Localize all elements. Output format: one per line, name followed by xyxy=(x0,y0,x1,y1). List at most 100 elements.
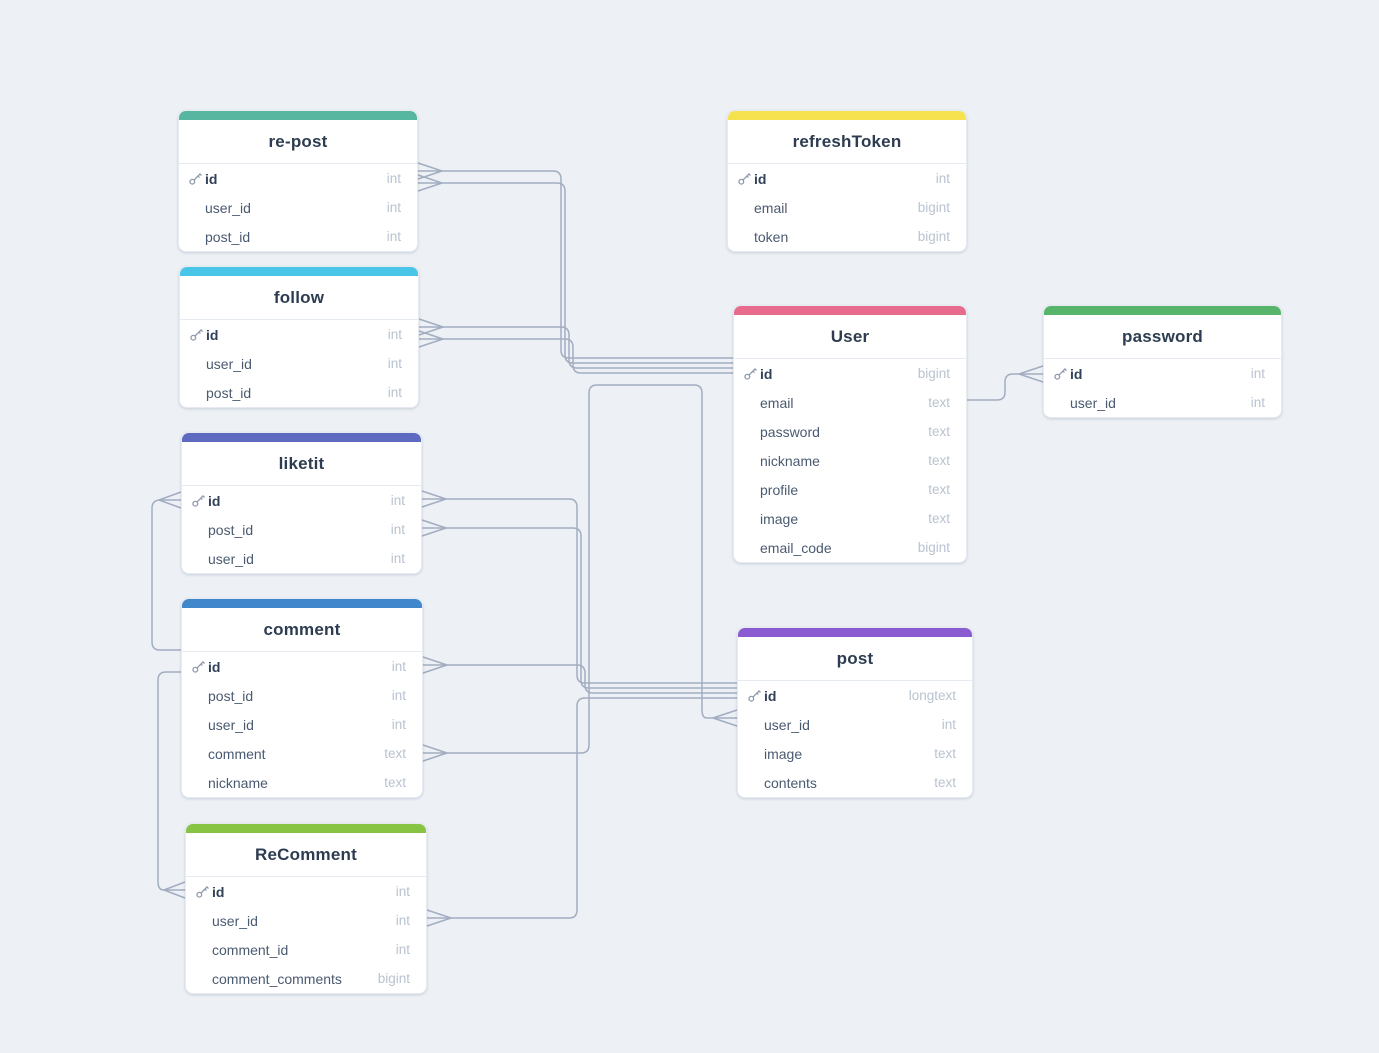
field-type: int xyxy=(386,171,401,186)
relationship-comment-to-ReComment xyxy=(157,671,186,899)
field-name: user_id xyxy=(208,716,254,733)
crows-foot-icon xyxy=(163,889,186,899)
relationship-comment-to-post xyxy=(422,656,737,694)
table-color-bar xyxy=(1044,306,1281,315)
relationship-liketit-to-post xyxy=(421,490,737,684)
field-type: bigint xyxy=(917,540,950,555)
field-type: bigint xyxy=(377,971,410,986)
field-row-id: id int xyxy=(182,652,422,681)
relationship-re-post-to-User xyxy=(417,174,733,364)
field-type: int xyxy=(386,200,401,215)
field-type: int xyxy=(391,659,406,674)
field-type: text xyxy=(928,424,950,439)
field-name: comment_id xyxy=(212,941,289,958)
field-type: text xyxy=(928,482,950,497)
crows-foot-icon xyxy=(421,519,447,529)
relationship-ReComment-to-post xyxy=(426,697,737,927)
primary-key-icon xyxy=(738,173,751,185)
field-name: id xyxy=(208,658,221,675)
table-title: re-post xyxy=(179,120,417,164)
field-type: int xyxy=(391,688,406,703)
field-type: bigint xyxy=(917,366,950,381)
relationship-liketit-to-post xyxy=(421,519,737,689)
field-name: image xyxy=(760,510,799,527)
field-type: int xyxy=(935,171,950,186)
table-color-bar xyxy=(179,111,417,120)
table-color-bar xyxy=(734,306,966,315)
field-name: user_id xyxy=(212,912,258,929)
crows-foot-icon xyxy=(421,498,447,508)
field-name: id xyxy=(212,883,225,900)
primary-key-icon xyxy=(192,495,205,507)
field-type: int xyxy=(387,327,402,342)
relationship-comment-to-post xyxy=(422,384,738,762)
table-color-bar xyxy=(738,628,972,637)
field-name: comment_comments xyxy=(212,970,342,987)
field-name: user_id xyxy=(206,355,252,372)
crows-foot-icon xyxy=(421,490,447,500)
field-type: text xyxy=(934,746,956,761)
primary-key-icon xyxy=(196,886,209,898)
field-type: bigint xyxy=(917,200,950,215)
field-row-user_id: user_id int xyxy=(182,710,422,739)
relationship-follow-to-User xyxy=(418,330,733,374)
field-name: user_id xyxy=(205,199,251,216)
table-title: comment xyxy=(182,608,422,652)
field-name: user_id xyxy=(208,550,254,567)
field-type: int xyxy=(390,522,405,537)
field-type: text xyxy=(384,775,406,790)
field-name: id xyxy=(1070,365,1083,382)
field-name: id xyxy=(208,492,221,509)
crows-foot-icon xyxy=(418,318,444,328)
field-name: email xyxy=(760,394,794,411)
field-type: longtext xyxy=(908,688,956,703)
table-color-bar xyxy=(180,267,418,276)
field-type: int xyxy=(391,717,406,732)
table-title: liketit xyxy=(182,442,421,486)
crows-foot-icon xyxy=(163,881,186,891)
relationship-comment-to-liketit xyxy=(151,491,182,651)
crows-foot-icon xyxy=(158,499,182,509)
table-color-bar xyxy=(186,824,426,833)
field-row-user_id: user_id int xyxy=(179,193,417,222)
field-type: text xyxy=(928,453,950,468)
table-color-bar xyxy=(182,599,422,608)
table-title: password xyxy=(1044,315,1281,359)
field-name: user_id xyxy=(1070,394,1116,411)
crows-foot-icon xyxy=(418,326,444,336)
field-name: token xyxy=(754,228,789,245)
field-name: comment xyxy=(208,745,266,762)
